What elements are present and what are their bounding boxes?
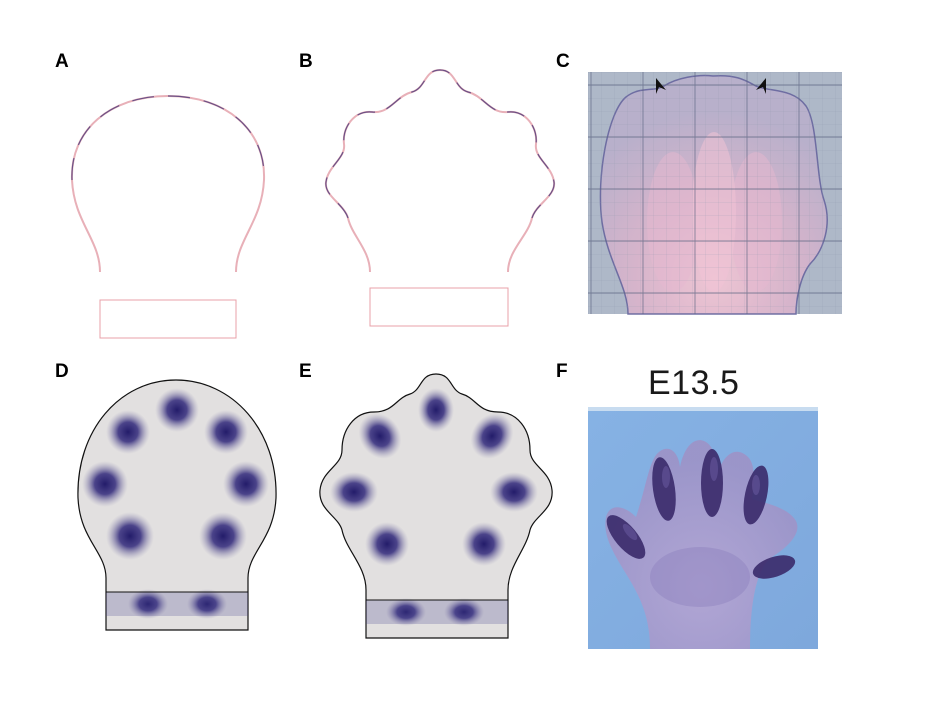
panel-label-a: A (55, 51, 69, 72)
panel-e-base-band (366, 600, 508, 624)
panel-a-bud-outline (70, 94, 266, 273)
panel-f-digit (752, 555, 796, 579)
panel-d-simulation (77, 379, 277, 631)
panel-e-base-spot (386, 598, 426, 626)
panel-c-photo (588, 72, 842, 315)
panel-c-arrowhead-right (756, 78, 766, 94)
panel-b-bud-outline (324, 68, 556, 273)
panel-f-digit (652, 457, 676, 521)
panel-b-bud-outline-stain (325, 69, 555, 219)
panel-d-spot (82, 461, 128, 507)
panel-e-spot (490, 472, 538, 512)
panel-a-outline-figure (70, 94, 266, 339)
panel-d-base-spot (187, 589, 227, 619)
panel-c-grid-overlay (588, 72, 842, 314)
panel-e-simulation (319, 373, 553, 639)
panel-f-digit (606, 515, 646, 559)
panel-e-spot (418, 388, 454, 432)
panel-f-stage-label: E13.5 (648, 364, 740, 402)
panel-e-spot (462, 522, 506, 566)
panel-label-f: F (556, 361, 568, 382)
panel-label-b: B (299, 51, 313, 72)
panel-d-spot (204, 410, 248, 454)
panel-e-spot (330, 472, 378, 512)
panel-d-base-spot (128, 589, 168, 619)
panel-c-arrowhead-left (656, 78, 666, 94)
panel-label-e: E (299, 361, 312, 382)
panel-label-c: C (556, 51, 570, 72)
panel-c-grid-major (588, 72, 842, 314)
panel-d-spot (106, 512, 154, 560)
panel-d-base-band (106, 592, 248, 616)
panel-d-spot (106, 410, 150, 454)
panel-e-spot (358, 413, 402, 459)
panel-f-top-edge (588, 407, 818, 411)
panel-d-spot (199, 512, 247, 560)
panel-d-spot (155, 388, 199, 432)
panel-a-base-rect (99, 299, 237, 339)
panel-f-digit-stains (606, 449, 796, 579)
panel-b-base-rect (369, 287, 509, 327)
panel-f-palm-shade (650, 547, 750, 607)
panel-b-outline-figure (324, 68, 556, 327)
panel-a-bud-outline-stain (71, 95, 265, 181)
panel-e-base-spot (444, 598, 484, 626)
panel-f-digit-highlights (622, 457, 760, 541)
panel-d-spot (223, 461, 269, 507)
panel-f-photo (588, 407, 818, 649)
panel-e-spot (365, 522, 409, 566)
panel-label-d: D (55, 361, 69, 382)
panel-e-spot (470, 413, 514, 459)
